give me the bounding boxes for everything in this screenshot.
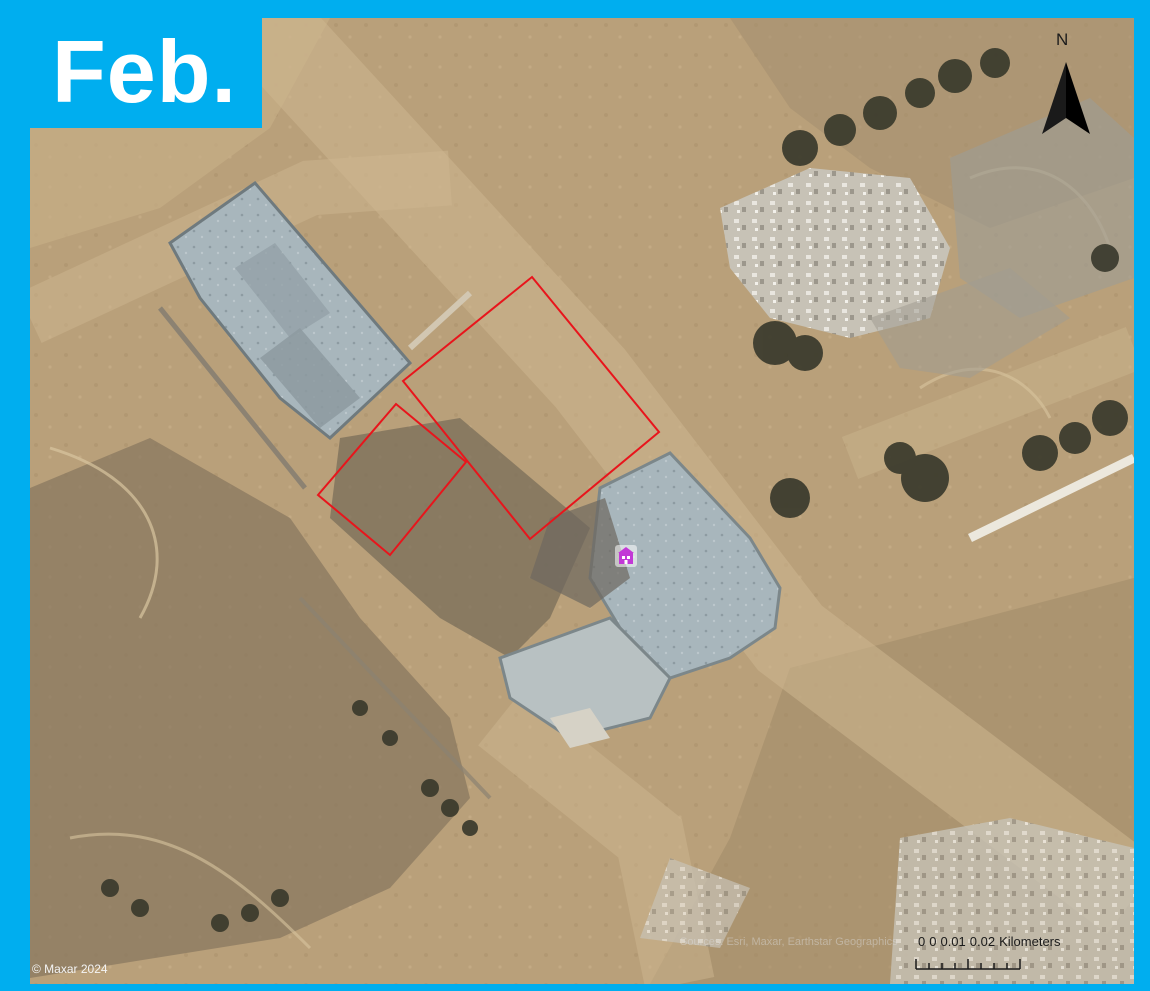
scale-tick-label: 0 xyxy=(918,934,926,949)
north-label: N xyxy=(1056,30,1069,49)
scale-tick-label: 0.02 xyxy=(969,934,996,949)
scale-unit-label: Kilometers xyxy=(999,934,1061,949)
scale-tick-label: 0 xyxy=(929,934,937,949)
imagery-credit: © Maxar 2024 xyxy=(32,962,108,976)
school-icon[interactable] xyxy=(614,544,638,568)
map-attribution: Sources: Esri, Maxar, Earthstar Geograph… xyxy=(680,936,898,948)
title-box: Feb. xyxy=(30,18,262,128)
north-arrow-icon xyxy=(1042,62,1090,134)
scale-tick-label: 0.01 xyxy=(940,934,966,949)
page-title: Feb. xyxy=(52,22,237,121)
satellite-imagery xyxy=(30,18,1134,984)
scale-bar xyxy=(915,959,1021,970)
satellite-map: N © Maxar 2024 Sources: Esri, Maxar, Ear… xyxy=(30,18,1134,984)
